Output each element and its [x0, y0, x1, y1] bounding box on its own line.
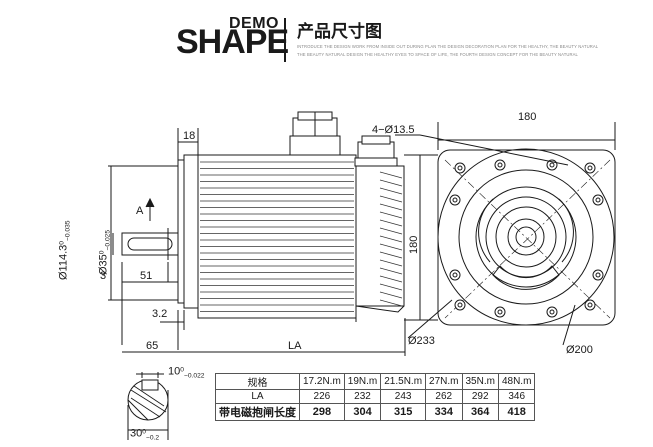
logo-shape-text: SHAPE — [176, 23, 289, 61]
spec-cell: 232 — [343, 389, 382, 404]
spec-cell: 315 — [380, 403, 427, 421]
spec-cell: 17.2N.m — [299, 373, 345, 390]
spec-cell: 35N.m — [461, 373, 499, 390]
bolt-hole — [449, 194, 461, 206]
spec-cell: 364 — [461, 403, 499, 421]
bolt-hole-inner — [549, 162, 555, 168]
bolt-hole-inner — [595, 272, 601, 278]
bolt-hole-inner — [497, 309, 503, 315]
encoder-fin — [379, 283, 403, 291]
dim-spigot-diameter: Ø200 — [566, 344, 593, 356]
dim-shaft-key-length: 51 — [140, 270, 153, 282]
bolt-hole — [494, 306, 506, 318]
encoder-fin — [379, 195, 403, 203]
spec-cell: 346 — [497, 389, 536, 404]
bolt-hole — [546, 306, 558, 318]
encoder-fin — [379, 275, 403, 283]
bolt-hole — [584, 162, 596, 174]
power-connector — [289, 111, 341, 156]
encoder-fin — [379, 299, 403, 307]
spec-cell: 262 — [425, 389, 463, 404]
encoder-fin — [379, 227, 403, 235]
encoder-fin — [379, 251, 403, 259]
logo-demo-text: DEMO — [229, 15, 279, 32]
spec-cell: 298 — [299, 403, 345, 421]
encoder-fin — [379, 211, 403, 219]
spec-cell: 243 — [380, 389, 427, 404]
view-a-marker: A — [136, 205, 144, 217]
bolt-hole — [584, 299, 596, 311]
encoder-fin — [379, 243, 403, 251]
encoder-housing — [355, 165, 405, 313]
bolt-hole-inner — [457, 302, 463, 308]
spec-cell: 48N.m — [497, 373, 536, 390]
encoder-fin — [379, 179, 403, 187]
encoder-fin — [379, 219, 403, 227]
dim-shaft-diameter: Ø350−0.025 — [97, 229, 112, 275]
dim-bolt-circle: Ø233 — [408, 335, 435, 347]
bolt-hole-inner — [452, 272, 458, 278]
header-divider — [284, 18, 286, 62]
spec-row-label: 带电磁抱闸长度 — [215, 403, 300, 421]
page-title: 产品尺寸图 — [297, 22, 382, 41]
dim-front-width: 180 — [518, 111, 537, 123]
motor-body — [197, 154, 357, 322]
dim-flange-step: 3.2 — [152, 308, 168, 320]
dim-mounting-holes: 4−Ø13.5 — [372, 124, 415, 136]
dim-pilot-diameter: Ø114.30−0.035 — [57, 220, 72, 280]
dim-shaft-length: 65 — [146, 340, 159, 352]
bolt-hole-inner — [587, 165, 593, 171]
spec-row-label: 规格 — [215, 373, 300, 390]
spec-row-model: 规格 17.2N.m 19N.m 21.5N.m 27N.m 35N.m 48N… — [215, 373, 536, 390]
bolt-hole — [454, 299, 466, 311]
spec-cell: 292 — [461, 389, 499, 404]
motor-front-view — [395, 122, 616, 346]
spec-row-la: LA 226 232 243 262 292 346 — [215, 389, 536, 404]
spec-row-brake: 带电磁抱闸长度 298 304 315 334 364 418 — [215, 403, 536, 421]
spec-cell: 19N.m — [343, 373, 382, 390]
dim-flange-thickness: 18 — [183, 130, 196, 142]
dim-front-height: 180 — [408, 235, 420, 254]
motor-shaft — [121, 228, 179, 260]
encoder-fin — [379, 291, 403, 299]
dim-key-height: 300−0.2 — [130, 427, 160, 442]
bolt-hole-inner — [587, 302, 593, 308]
spec-row-label: LA — [215, 389, 300, 404]
spec-cell: 334 — [425, 403, 463, 421]
bolt-hole — [449, 269, 461, 281]
bolt-hole-inner — [457, 165, 463, 171]
spec-cell: 27N.m — [425, 373, 463, 390]
bolt-hole — [592, 194, 604, 206]
encoder-fin — [379, 203, 403, 211]
dim-shaft-shoulder: 3 — [100, 270, 107, 282]
shaft-key-section — [127, 372, 169, 440]
encoder-fin — [379, 267, 403, 275]
spec-cell: 304 — [343, 403, 382, 421]
dim-body-length: LA — [288, 340, 302, 352]
spec-table: 规格 17.2N.m 19N.m 21.5N.m 27N.m 35N.m 48N… — [215, 373, 536, 421]
encoder-connector — [354, 135, 398, 167]
bolt-hole-inner — [595, 197, 601, 203]
motor-flange — [177, 159, 185, 304]
encoder-fin — [379, 171, 403, 179]
spec-cell: 418 — [497, 403, 536, 421]
header-blurb-line-2: THE BEAUTY NATURAL DESIGN THE HEALTHY EY… — [297, 52, 578, 57]
header-blurb-line-1: INTRODUCE THE DESIGN WORK FROM INSIDE OU… — [297, 44, 599, 49]
spec-cell: 226 — [299, 389, 345, 404]
bolt-hole — [494, 159, 506, 171]
bolt-hole-inner — [549, 309, 555, 315]
encoder-fin — [379, 259, 403, 267]
bolt-hole-inner — [497, 162, 503, 168]
bolt-hole — [454, 162, 466, 174]
encoder-fin — [379, 187, 403, 195]
spec-cell: 21.5N.m — [380, 373, 427, 390]
encoder-fin — [379, 235, 403, 243]
bolt-hole — [592, 269, 604, 281]
dim-key-width: 100−0.022 — [168, 365, 205, 380]
bolt-hole-inner — [452, 197, 458, 203]
